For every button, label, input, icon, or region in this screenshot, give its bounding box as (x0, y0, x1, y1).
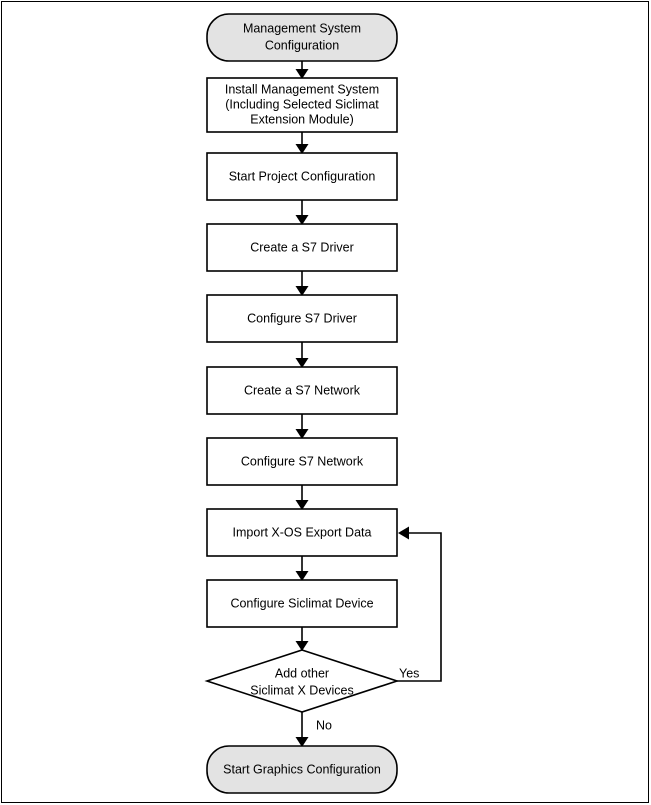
connector-group (295, 61, 442, 747)
node-import-data-shape[interactable] (206, 508, 398, 557)
node-start-project-shape[interactable] (206, 152, 398, 201)
node-start-terminator[interactable]: Management System Configuration (206, 13, 398, 62)
node-install-label-line-1: Install Management System (225, 82, 379, 96)
node-install-shape[interactable] (206, 77, 398, 133)
node-import-xos-export-data[interactable]: Import X-OS Export Data (206, 508, 398, 557)
node-end-terminator[interactable]: Start Graphics Configuration (206, 745, 398, 794)
connector-configure-device-to-decision (295, 627, 309, 651)
connector-import-data-to-configure-device (295, 556, 309, 581)
node-start-shape[interactable] (206, 13, 398, 62)
node-end-label: Start Graphics Configuration (223, 762, 381, 776)
node-decision-label-line-1: Add other (275, 666, 329, 680)
connector-configure-driver-to-create-network (295, 342, 309, 368)
node-configure-device-label: Configure Siclimat Device (230, 596, 373, 610)
node-install-label-line-3: Extension Module) (250, 112, 354, 126)
node-start-project-label: Start Project Configuration (229, 169, 376, 183)
node-create-driver-label: Create a S7 Driver (250, 240, 354, 254)
node-install-management-system[interactable]: Install Management System (Including Sel… (206, 77, 398, 133)
node-decision-add-other-devices[interactable]: Add other Siclimat X Devices (204, 649, 400, 713)
node-configure-driver-label: Configure S7 Driver (247, 311, 357, 325)
node-configure-driver-shape[interactable] (206, 294, 398, 343)
node-install-label-line-2: (Including Selected Siclimat (225, 97, 379, 111)
edge-label-group: Yes No (316, 666, 419, 732)
node-decision-label-line-2: Siclimat X Devices (250, 683, 354, 697)
connector-start-project-to-create-driver (295, 200, 309, 225)
connector-decision-yes-loop (397, 526, 442, 682)
node-configure-siclimat-device[interactable]: Configure Siclimat Device (206, 579, 398, 628)
node-create-network-shape[interactable] (206, 366, 398, 415)
node-decision-shape[interactable] (204, 649, 400, 713)
connector-start-to-install (295, 61, 309, 79)
node-create-s7-driver[interactable]: Create a S7 Driver (206, 223, 398, 272)
node-create-driver-shape[interactable] (206, 223, 398, 272)
node-configure-network-label: Configure S7 Network (241, 454, 364, 468)
node-start-label-line-1: Management System (243, 21, 361, 35)
edge-label-yes: Yes (399, 666, 419, 680)
connector-decision-no-to-end (295, 712, 309, 747)
node-end-shape[interactable] (206, 745, 398, 794)
connector-install-to-start-project (295, 132, 309, 154)
node-configure-device-shape[interactable] (206, 579, 398, 628)
edge-label-no: No (316, 718, 332, 732)
node-create-network-label: Create a S7 Network (244, 383, 361, 397)
node-configure-s7-driver[interactable]: Configure S7 Driver (206, 294, 398, 343)
connector-create-network-to-configure-network (295, 414, 309, 439)
node-configure-s7-network[interactable]: Configure S7 Network (206, 437, 398, 486)
node-import-data-label: Import X-OS Export Data (233, 525, 372, 539)
node-configure-network-shape[interactable] (206, 437, 398, 486)
connector-configure-network-to-import-data (295, 485, 309, 510)
node-create-s7-network[interactable]: Create a S7 Network (206, 366, 398, 415)
node-start-label-line-2: Configuration (265, 38, 339, 52)
node-start-project-configuration[interactable]: Start Project Configuration (206, 152, 398, 201)
connector-create-driver-to-configure-driver (295, 271, 309, 296)
